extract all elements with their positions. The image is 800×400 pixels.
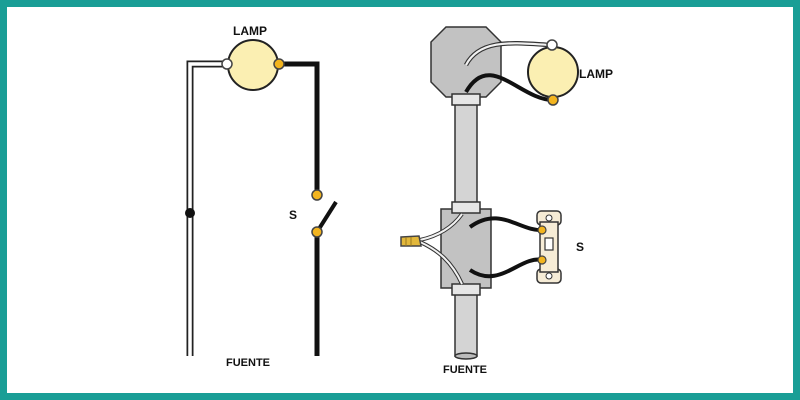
switch-wire-top [468, 216, 544, 233]
lamp-hot-wire [464, 73, 554, 102]
switch-screw-top [537, 225, 547, 235]
box-connector-mid-top [451, 201, 481, 214]
hot-wire-top [280, 61, 320, 195]
neutral-wire-inner [188, 62, 226, 356]
screw-hole [545, 214, 553, 222]
lamp-neutral-wire-inner [465, 42, 551, 66]
screw-hole [545, 272, 553, 280]
lamp-terminal-white [546, 39, 558, 51]
pictorial-diagram: LAMP S FUENTE [400, 26, 613, 376]
lamp-bulb-pictorial [527, 46, 579, 98]
junction-dot [185, 208, 195, 218]
box-connector-mid-bottom [451, 283, 481, 296]
switch-blade [315, 200, 338, 234]
conduit-upper [454, 99, 478, 209]
lamp-terminal-brass [547, 94, 559, 106]
neutral-wire [186, 60, 226, 356]
switch-label: S [289, 208, 297, 222]
lamp-bulb [227, 39, 279, 91]
source-label: FUENTE [226, 357, 270, 369]
switch-toggle [544, 237, 554, 251]
box-connector-top [451, 93, 481, 106]
conduit-lower [454, 287, 478, 357]
lamp-terminal-left [221, 58, 233, 70]
switch-terminal-top [311, 189, 323, 201]
switch-screw-bottom [537, 255, 547, 265]
conduit-end [454, 352, 478, 360]
lamp-label: LAMP [233, 24, 267, 38]
schematic-diagram: LAMP S FUENTE [185, 24, 338, 369]
splice-wire-1-inner [419, 213, 463, 241]
lamp-label-pictorial: LAMP [579, 67, 613, 81]
switch-terminal-bottom [311, 226, 323, 238]
switch-label-pictorial: S [576, 240, 584, 254]
switch-wire-bottom [468, 257, 544, 279]
lamp-terminal-right [273, 58, 285, 70]
source-label-pictorial: FUENTE [443, 364, 487, 376]
splice-wire-2-inner [419, 241, 463, 285]
